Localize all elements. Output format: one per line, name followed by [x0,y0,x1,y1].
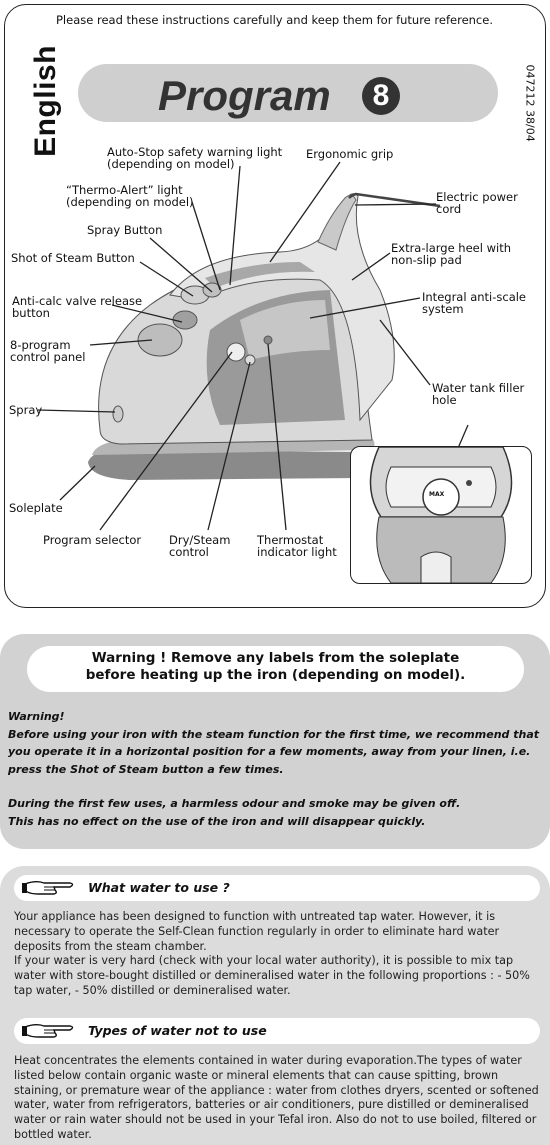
inset-filler-cap [422,478,460,516]
ergonomic-grip-texture [205,262,315,288]
label-thermo-alert: “Thermo-Alert” light (depending on model… [66,183,194,209]
warning-body: Warning! Before using your iron with the… [8,708,544,830]
label-electric-cord: Electric power cord [436,190,518,216]
control-panel-knob [137,323,183,357]
inset-marker [466,480,472,486]
label-auto-stop: Auto-Stop safety warning light (dependin… [107,145,283,171]
warning-title-banner [27,646,524,692]
program-selector-dial [226,342,246,362]
not-to-use-paragraph: Heat concentrates the elements contained… [14,1054,539,1141]
program-number-badge: 8 [362,77,400,115]
thermostat-light-shape [263,335,273,345]
section-title-what-water: What water to use ? [88,880,230,895]
leader-lines [37,161,469,531]
program-title-banner [78,64,498,122]
program-title: Program [158,72,331,119]
intro-text: Please read these instructions carefully… [56,13,493,27]
water-section [0,866,550,1145]
warning-paragraph-1: Before using your iron with the steam fu… [8,727,539,776]
inset-illustration [369,447,513,583]
label-dry-steam: Dry/Steam control [169,533,231,559]
label-heel: Extra-large heel with non-slip pad [391,241,511,267]
dry-steam-control-shape [244,354,256,366]
warning-heading: Warning! [8,710,65,723]
pointing-hand-icon [22,1024,74,1038]
label-spray-button: Spray Button [87,223,163,237]
label-ergonomic-grip: Ergonomic grip [306,147,394,161]
label-shot-of-steam: Shot of Steam Button [11,251,135,265]
anti-scale-panel [240,300,330,360]
label-anti-calc: Anti-calc valve release button [12,294,143,320]
what-water-body: Your appliance has been designed to func… [14,910,540,999]
soleplate-shape [88,450,376,480]
inset-body [376,516,506,583]
section-title-not-to-use: Types of water not to use [88,1023,267,1038]
label-program-selector: Program selector [43,533,142,547]
warning-title: Warning ! Remove any labels from the sol… [85,650,466,683]
section-header-not-to-use [14,1018,540,1044]
label-anti-scale: Integral anti-scale system [422,290,527,316]
warning-paragraph-2: During the first few uses, a harmless od… [8,797,461,828]
water-tank-inset: MAX [350,446,532,584]
label-spray: Spray [9,403,43,417]
iron-illustration [37,161,469,531]
spray-nozzle [112,405,124,423]
inset-max-label: MAX [429,491,445,498]
anti-calc-button [172,310,198,330]
label-water-tank: Water tank filler hole [432,381,525,407]
section-header-what-water [14,875,540,901]
label-thermostat: Thermostat indicator light [257,533,337,559]
pointing-hand-icon [22,881,74,895]
inset-cord-exit [420,551,452,583]
what-water-paragraph-2: If your water is very hard (check with y… [14,954,530,997]
what-water-paragraph-1: Your appliance has been designed to func… [14,910,500,953]
label-soleplate: Soleplate [9,501,63,515]
spray-button-shape [202,282,222,298]
label-control-panel: 8-program control panel [10,338,86,364]
iron-handle [169,193,395,422]
power-cord-shape [348,192,441,208]
